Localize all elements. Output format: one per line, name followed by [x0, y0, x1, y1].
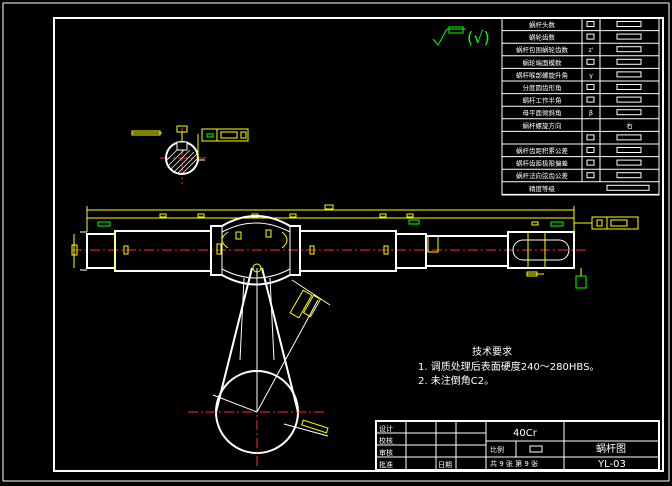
- title-date-label: 日期: [438, 461, 452, 469]
- title-material: 40Cr: [513, 428, 538, 439]
- param-row-symbol: γ: [589, 71, 593, 79]
- param-value-box: [616, 147, 642, 153]
- param-row-value: 右: [626, 121, 633, 130]
- param-value-box: [606, 184, 650, 191]
- param-row-symbol: z': [588, 46, 593, 54]
- title-design-label: 设计: [379, 424, 393, 433]
- param-row-label: 母平面倾斜角: [523, 108, 562, 117]
- param-row-label: 蜗杆工作半角: [523, 96, 562, 105]
- keyway-section-view: [131, 125, 249, 184]
- param-row-label: 分度圆齿形角: [523, 83, 562, 92]
- title-review-label: 审核: [379, 448, 393, 457]
- param-symbol-box: [586, 172, 595, 179]
- title-approve-label: 批准: [379, 460, 393, 469]
- title-scale-label: 比例: [490, 445, 504, 454]
- param-symbol-box: [586, 134, 595, 141]
- param-value-box: [616, 58, 642, 65]
- param-row-label: 蜗杆喉部螺旋升角: [516, 70, 568, 79]
- param-symbol-box: [586, 147, 595, 153]
- param-row-label: 蜗杆包围蜗轮齿数: [516, 45, 569, 54]
- param-value-box: [616, 71, 642, 78]
- title-block: 设计 校核 审核 批准 日期 40Cr 比例 共 9 张 第 9 张 蜗杆图 Y…: [375, 420, 660, 471]
- param-value-box: [616, 134, 642, 141]
- param-value-box: [616, 159, 642, 166]
- param-value-box: [616, 21, 642, 27]
- worm-wheel-schematic: [188, 231, 331, 468]
- param-value-box: [616, 109, 642, 116]
- param-symbol-box: [586, 33, 595, 40]
- param-value-box: [616, 84, 642, 90]
- param-symbol-box: [586, 96, 595, 103]
- param-row-label: 蜗杆螺旋方向: [523, 121, 562, 130]
- title-check-label: 校核: [379, 436, 393, 445]
- param-row-label: 精度等级: [529, 184, 556, 193]
- roughness-note: (√): [467, 28, 490, 47]
- tech-requirements-title: 技术要求: [472, 345, 512, 358]
- worm-shaft-main-view: [71, 204, 639, 289]
- title-drawing-name: 蜗杆图: [596, 443, 626, 455]
- title-drawing-number: YL-03: [597, 459, 626, 470]
- param-row-symbol: β: [589, 109, 593, 117]
- param-row-label: 蜗杆法向弦齿公差: [516, 171, 569, 180]
- param-row-label: 蜗轮齿数: [529, 33, 556, 42]
- inner-frame: [53, 17, 664, 472]
- param-value-box: [616, 96, 642, 103]
- param-symbol-box: [586, 159, 595, 166]
- surface-roughness-symbol: (√): [432, 26, 490, 47]
- tech-requirement-2: 2. 未注倒角C2。: [418, 374, 494, 387]
- tech-requirement-1: 1. 调质处理后表面硬度240～280HBS。: [418, 360, 599, 373]
- title-sheet-info: 共 9 张 第 9 张: [490, 459, 538, 468]
- param-row-label: 蜗杆齿距极限偏差: [516, 159, 569, 168]
- param-row-label: 蜗轮端面模数: [523, 58, 563, 67]
- param-value-box: [616, 33, 642, 40]
- param-value-box: [616, 46, 642, 53]
- param-symbol-box: [586, 21, 595, 27]
- param-value-box: [616, 172, 642, 179]
- param-row-label: 蜗杆齿距积累公差: [516, 146, 569, 155]
- technical-requirements: 技术要求 1. 调质处理后表面硬度240～280HBS。 2. 未注倒角C2。: [418, 345, 599, 387]
- param-symbol-box: [586, 84, 595, 90]
- param-row-label: 蜗杆头数: [529, 20, 556, 29]
- param-symbol-box: [586, 58, 595, 65]
